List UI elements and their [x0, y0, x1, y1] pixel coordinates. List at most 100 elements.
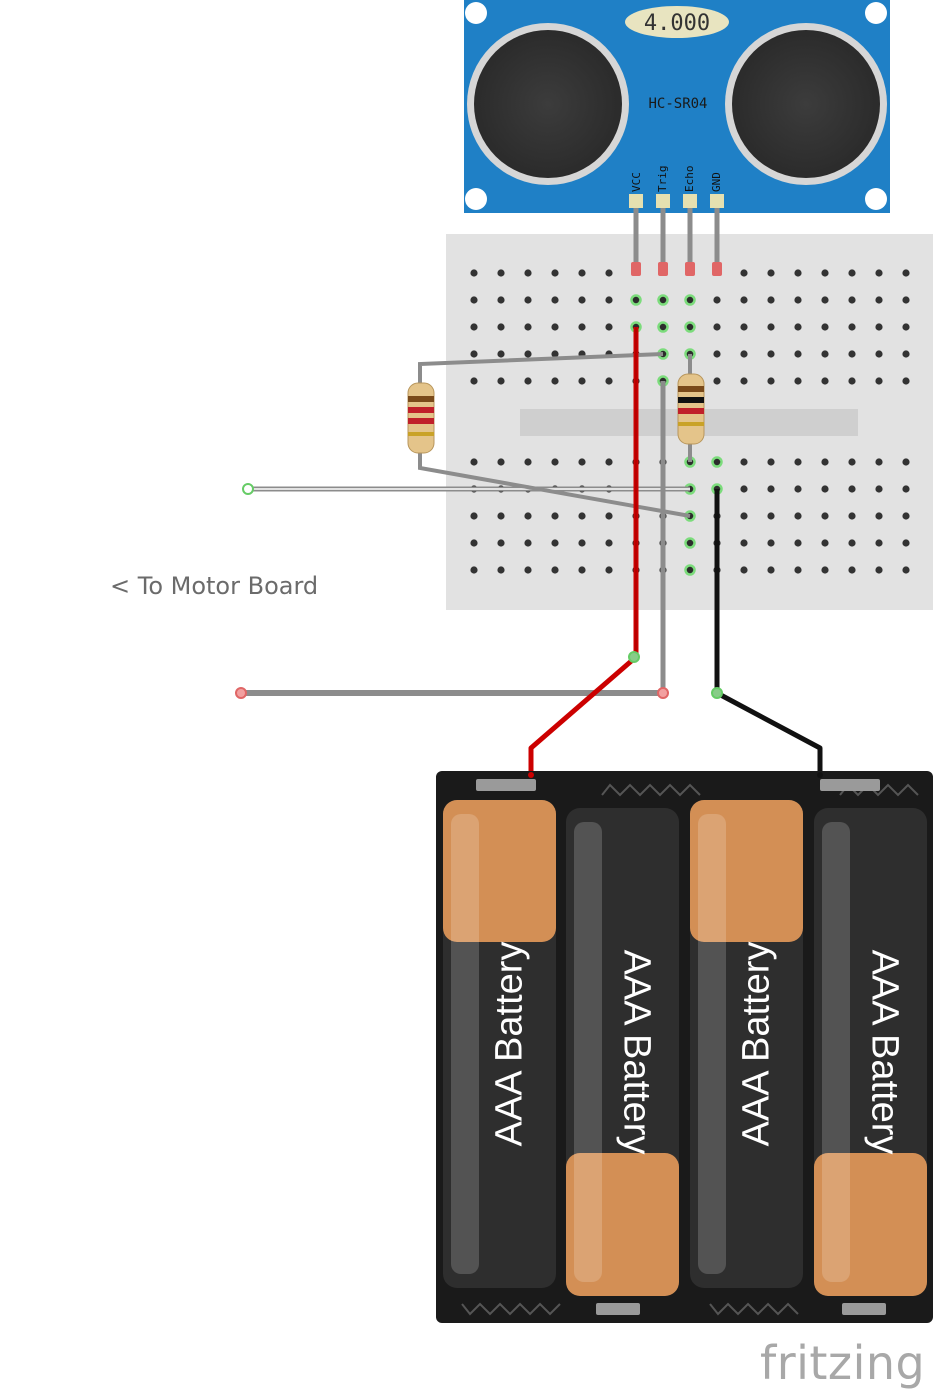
breadboard-hole [605, 458, 613, 466]
breadboard-hole [740, 566, 748, 574]
breadboard-hole [875, 539, 883, 547]
sensor-pin-echo [683, 194, 697, 208]
band-gold [678, 422, 704, 426]
breadboard-hole [551, 377, 559, 385]
breadboard-hole [875, 512, 883, 520]
breadboard-hole [767, 269, 775, 277]
breadboard-hole [713, 323, 721, 331]
band-brown [408, 396, 434, 402]
breadboard-hole [470, 539, 478, 547]
breadboard-hole [605, 296, 613, 304]
battery-holder [436, 771, 933, 1323]
breadboard-hole [740, 377, 748, 385]
breadboard-hole [470, 323, 478, 331]
breadboard-hole [848, 377, 856, 385]
breadboard-hole [767, 323, 775, 331]
breadboard-hole [551, 269, 559, 277]
pin-label-echo: Echo [683, 166, 696, 193]
breadboard-hole [794, 269, 802, 277]
breadboard-hole [902, 458, 910, 466]
breadboard-hole [713, 350, 721, 358]
pin-label-trig: Trig [656, 166, 669, 193]
breadboard-hole [821, 350, 829, 358]
wire-bend [628, 651, 640, 663]
crystal-label: 4.000 [644, 11, 710, 36]
breadboard-hole [821, 377, 829, 385]
breadboard-hole [551, 458, 559, 466]
breadboard-hole [848, 323, 856, 331]
breadboard-hole [848, 269, 856, 277]
breadboard-hole [875, 350, 883, 358]
breadboard-hole [767, 350, 775, 358]
wire-ground-black [714, 489, 823, 775]
breadboard-hole [497, 350, 505, 358]
fritzing-logo: fritzing [760, 1336, 926, 1390]
breadboard-hole [470, 512, 478, 520]
breadboard-hole [902, 323, 910, 331]
breadboard-hole [767, 566, 775, 574]
breadboard-hole [794, 296, 802, 304]
breadboard-hole [605, 377, 613, 385]
breadboard-hole [578, 269, 586, 277]
breadboard-hole [551, 566, 559, 574]
spring-contact-icon [601, 783, 701, 797]
breadboard-hole [470, 269, 478, 277]
breadboard-hole [684, 321, 696, 333]
breadboard-hole [524, 296, 532, 304]
breadboard-hole [821, 269, 829, 277]
breadboard-hole [875, 323, 883, 331]
breadboard-hole [713, 296, 721, 304]
breadboard-hole [497, 323, 505, 331]
wire-bend [711, 687, 723, 699]
breadboard-hole [497, 512, 505, 520]
wire-end-unconnected [235, 687, 247, 699]
band-red [408, 418, 434, 424]
breadboard-hole [605, 566, 613, 574]
battery-cell: AAA Battery [690, 800, 803, 1288]
breadboard-hole [821, 458, 829, 466]
breadboard-hole [794, 485, 802, 493]
sensor-pin-legs [631, 208, 722, 276]
band-red [408, 407, 434, 413]
breadboard-hole [470, 566, 478, 574]
breadboard-hole [902, 485, 910, 493]
resistor-left-lead-bottom [418, 447, 691, 518]
breadboard-hole [551, 296, 559, 304]
pin-contact [631, 262, 641, 276]
breadboard-hole [524, 269, 532, 277]
breadboard-hole [740, 485, 748, 493]
breadboard-hole [875, 566, 883, 574]
breadboard-hole [578, 296, 586, 304]
breadboard-hole [767, 485, 775, 493]
breadboard-hole [578, 377, 586, 385]
terminal-tab [820, 779, 880, 791]
breadboard-hole [902, 566, 910, 574]
breadboard-hole [684, 564, 696, 576]
breadboard-hole [767, 512, 775, 520]
breadboard-hole [902, 539, 910, 547]
battery-lead-negative [817, 772, 823, 778]
battery-lead-positive [528, 772, 534, 778]
breadboard-hole [848, 566, 856, 574]
breadboard-hole [740, 269, 748, 277]
mount-hole-icon [865, 2, 887, 24]
sensor-pin-labels: VCC Trig Echo GND [630, 166, 723, 193]
battery-cell-label: AAA Battery [489, 942, 531, 1147]
breadboard-hole [578, 539, 586, 547]
breadboard-hole [821, 539, 829, 547]
breadboard-hole [551, 323, 559, 331]
mount-hole-icon [865, 188, 887, 210]
sensor-pin-trig [656, 194, 670, 208]
resistor-right [677, 373, 705, 445]
breadboard-hole [740, 296, 748, 304]
breadboard-hole [848, 296, 856, 304]
breadboard-hole [605, 269, 613, 277]
breadboard-hole [711, 456, 723, 468]
wire-end-connected [242, 483, 254, 495]
battery-cell-label: AAA Battery [736, 942, 778, 1147]
breadboard-hole [713, 377, 721, 385]
band-black [678, 397, 704, 403]
breadboard-hole [578, 566, 586, 574]
mount-hole-icon [465, 2, 487, 24]
